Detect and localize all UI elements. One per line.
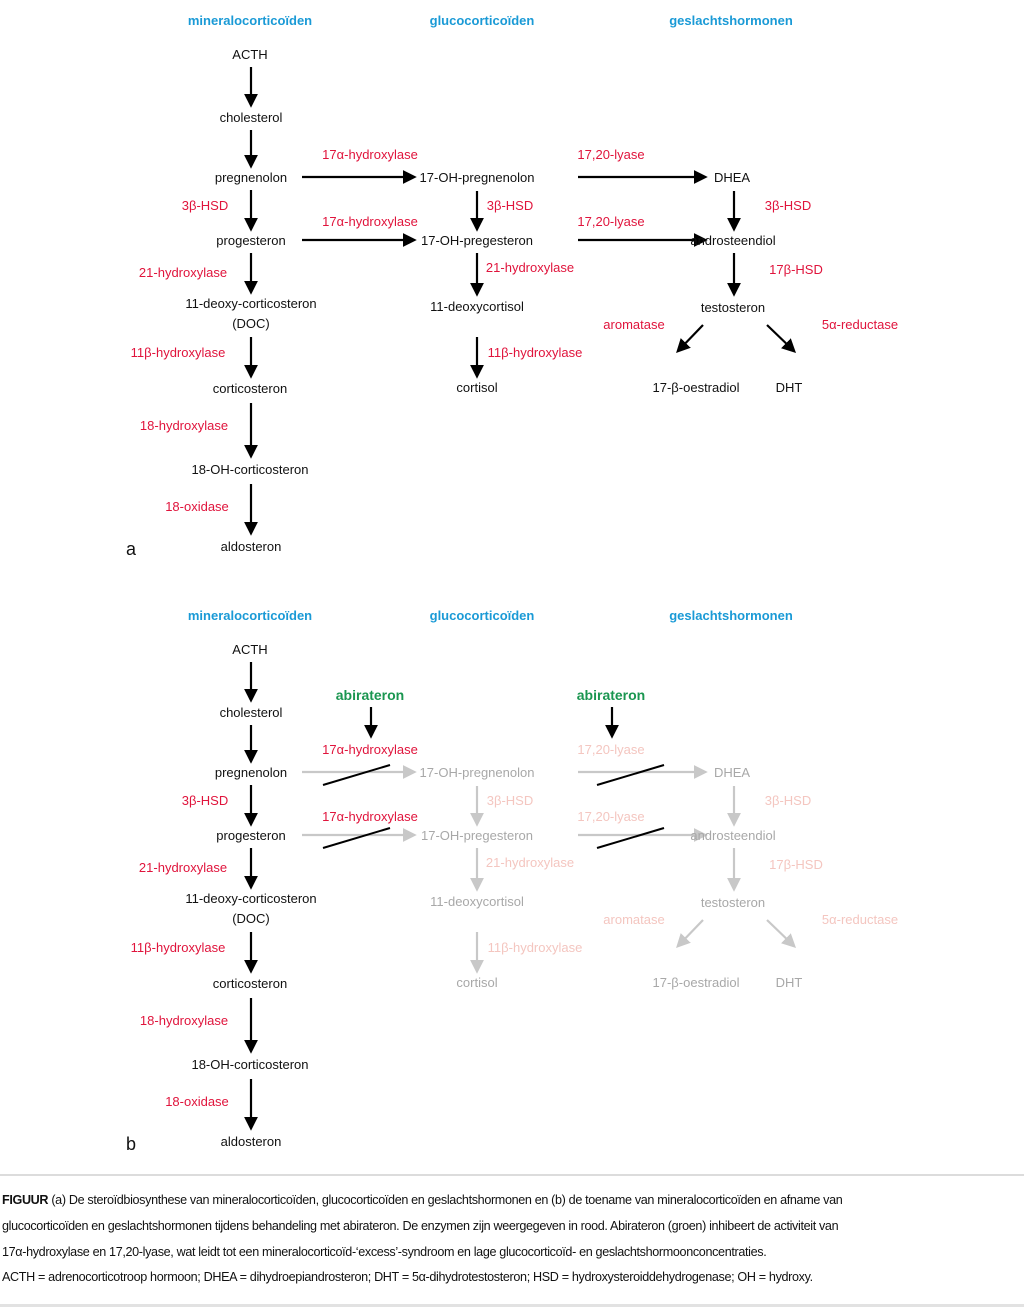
node-17oh-pregnenolon: 17-OH-pregnenolon — [420, 765, 535, 780]
panel-a: mineralocorticoïden glucocorticoïden ges… — [126, 13, 898, 559]
header-mineralocorticoids: mineralocorticoïden — [188, 13, 312, 28]
inhibitor-abirateron: abirateron — [577, 687, 645, 703]
arrow — [676, 919, 704, 949]
enzyme-aromatase: aromatase — [603, 912, 664, 927]
enzyme-18-oxidase: 18-oxidase — [165, 1094, 229, 1109]
node-progesteron: progesteron — [216, 233, 285, 248]
node-deoxycorticosteron: 11-deoxy-corticosteron — [185, 891, 316, 906]
node-pregnenolon: pregnenolon — [215, 170, 287, 185]
enzyme-17b-hsd: 17β-HSD — [769, 262, 823, 277]
enzyme-11b-hydroxylase: 11β-hydroxylase — [488, 345, 583, 360]
enzyme-3b-hsd: 3β-HSD — [182, 793, 228, 808]
node-cholesterol: cholesterol — [220, 705, 283, 720]
node-androsteendiol: androsteendiol — [690, 828, 775, 843]
enzyme-5a-reductase: 5α-reductase — [822, 912, 898, 927]
node-oestradiol: 17-β-oestradiol — [653, 380, 740, 395]
node-oestradiol: 17-β-oestradiol — [653, 975, 740, 990]
enzyme-17a-hydroxylase: 17α-hydroxylase — [322, 809, 418, 824]
node-progesteron: progesteron — [216, 828, 285, 843]
enzyme-17-20-lyase: 17,20-lyase — [577, 742, 644, 757]
enzyme-11b-hydroxylase: 11β-hydroxylase — [131, 940, 226, 955]
header-mineralocorticoids: mineralocorticoïden — [188, 608, 312, 623]
enzyme-17-20-lyase: 17,20-lyase — [577, 809, 644, 824]
arrow — [766, 919, 797, 948]
node-testosteron: testosteron — [701, 300, 765, 315]
enzyme-21-hydroxylase: 21-hydroxylase — [486, 260, 574, 275]
enzyme-18-hydroxylase: 18-hydroxylase — [140, 418, 228, 433]
enzyme-17-20-lyase: 17,20-lyase — [577, 147, 644, 162]
header-sex-hormones: geslachtshormonen — [669, 13, 793, 28]
caption-line-4: ACTH = adrenocorticotroop hormoon; DHEA … — [2, 1270, 813, 1284]
enzyme-3b-hsd: 3β-HSD — [182, 198, 228, 213]
enzyme-17a-hydroxylase: 17α-hydroxylase — [322, 742, 418, 757]
enzyme-21-hydroxylase: 21-hydroxylase — [139, 860, 227, 875]
caption-line-3: 17α-hydroxylase en 17,20-lyase, wat leid… — [2, 1245, 767, 1259]
node-dht: DHT — [776, 975, 803, 990]
steroid-pathway-diagram: mineralocorticoïden glucocorticoïden ges… — [126, 13, 898, 1154]
enzyme-aromatase: aromatase — [603, 317, 664, 332]
inhibitor-abirateron: abirateron — [336, 687, 404, 703]
node-cortisol: cortisol — [456, 975, 497, 990]
node-acth: ACTH — [232, 642, 267, 657]
block-slash — [596, 827, 665, 849]
arrow — [676, 324, 704, 354]
node-androsteendiol: androsteendiol — [690, 233, 775, 248]
panel-label-a: a — [126, 539, 137, 559]
node-doc: (DOC) — [232, 911, 270, 926]
node-17oh-pregnenolon: 17-OH-pregnenolon — [420, 170, 535, 185]
node-17oh-progesteron: 17-OH-pregesteron — [421, 233, 533, 248]
node-18oh-corticosteron: 18-OH-corticosteron — [191, 1057, 308, 1072]
node-corticosteron: corticosteron — [213, 381, 287, 396]
enzyme-18-hydroxylase: 18-hydroxylase — [140, 1013, 228, 1028]
node-dhea: DHEA — [714, 765, 750, 780]
enzyme-17b-hsd: 17β-HSD — [769, 857, 823, 872]
enzyme-21-hydroxylase: 21-hydroxylase — [486, 855, 574, 870]
enzyme-17a-hydroxylase: 17α-hydroxylase — [322, 147, 418, 162]
caption-lead: FIGUUR — [2, 1193, 49, 1207]
enzyme-3b-hsd: 3β-HSD — [487, 793, 533, 808]
node-dhea: DHEA — [714, 170, 750, 185]
caption-line-1: FIGUUR (a) De steroïdbiosynthese van min… — [2, 1193, 843, 1207]
caption-text: (a) De steroïdbiosynthese van mineraloco… — [48, 1193, 843, 1207]
arrow — [766, 324, 797, 353]
node-deoxycorticosteron: 11-deoxy-corticosteron — [185, 296, 316, 311]
enzyme-11b-hydroxylase: 11β-hydroxylase — [131, 345, 226, 360]
header-glucocorticoids: glucocorticoïden — [430, 13, 535, 28]
block-slash — [596, 764, 665, 786]
node-pregnenolon: pregnenolon — [215, 765, 287, 780]
enzyme-18-oxidase: 18-oxidase — [165, 499, 229, 514]
caption-line-2: glucocorticoïden en geslachtshormonen ti… — [2, 1219, 839, 1233]
enzyme-17a-hydroxylase: 17α-hydroxylase — [322, 214, 418, 229]
enzyme-3b-hsd: 3β-HSD — [765, 198, 811, 213]
enzyme-17-20-lyase: 17,20-lyase — [577, 214, 644, 229]
node-11-deoxycortisol: 11-deoxycortisol — [430, 299, 524, 314]
enzyme-21-hydroxylase: 21-hydroxylase — [139, 265, 227, 280]
node-doc: (DOC) — [232, 316, 270, 331]
node-acth: ACTH — [232, 47, 267, 62]
header-glucocorticoids: glucocorticoïden — [430, 608, 535, 623]
header-sex-hormones: geslachtshormonen — [669, 608, 793, 623]
node-dht: DHT — [776, 380, 803, 395]
enzyme-5a-reductase: 5α-reductase — [822, 317, 898, 332]
node-aldosteron: aldosteron — [221, 1134, 282, 1149]
enzyme-11b-hydroxylase: 11β-hydroxylase — [488, 940, 583, 955]
node-17oh-progesteron: 17-OH-pregesteron — [421, 828, 533, 843]
node-testosteron: testosteron — [701, 895, 765, 910]
node-cortisol: cortisol — [456, 380, 497, 395]
block-slash — [322, 764, 391, 786]
node-18oh-corticosteron: 18-OH-corticosteron — [191, 462, 308, 477]
enzyme-3b-hsd: 3β-HSD — [487, 198, 533, 213]
node-corticosteron: corticosteron — [213, 976, 287, 991]
panel-b: mineralocorticoïden glucocorticoïden ges… — [126, 608, 898, 1154]
node-aldosteron: aldosteron — [221, 539, 282, 554]
node-cholesterol: cholesterol — [220, 110, 283, 125]
figure-caption: FIGUUR (a) De steroïdbiosynthese van min… — [0, 1174, 1024, 1307]
enzyme-3b-hsd: 3β-HSD — [765, 793, 811, 808]
panel-label-b: b — [126, 1134, 136, 1154]
node-11-deoxycortisol: 11-deoxycortisol — [430, 894, 524, 909]
block-slash — [322, 827, 391, 849]
